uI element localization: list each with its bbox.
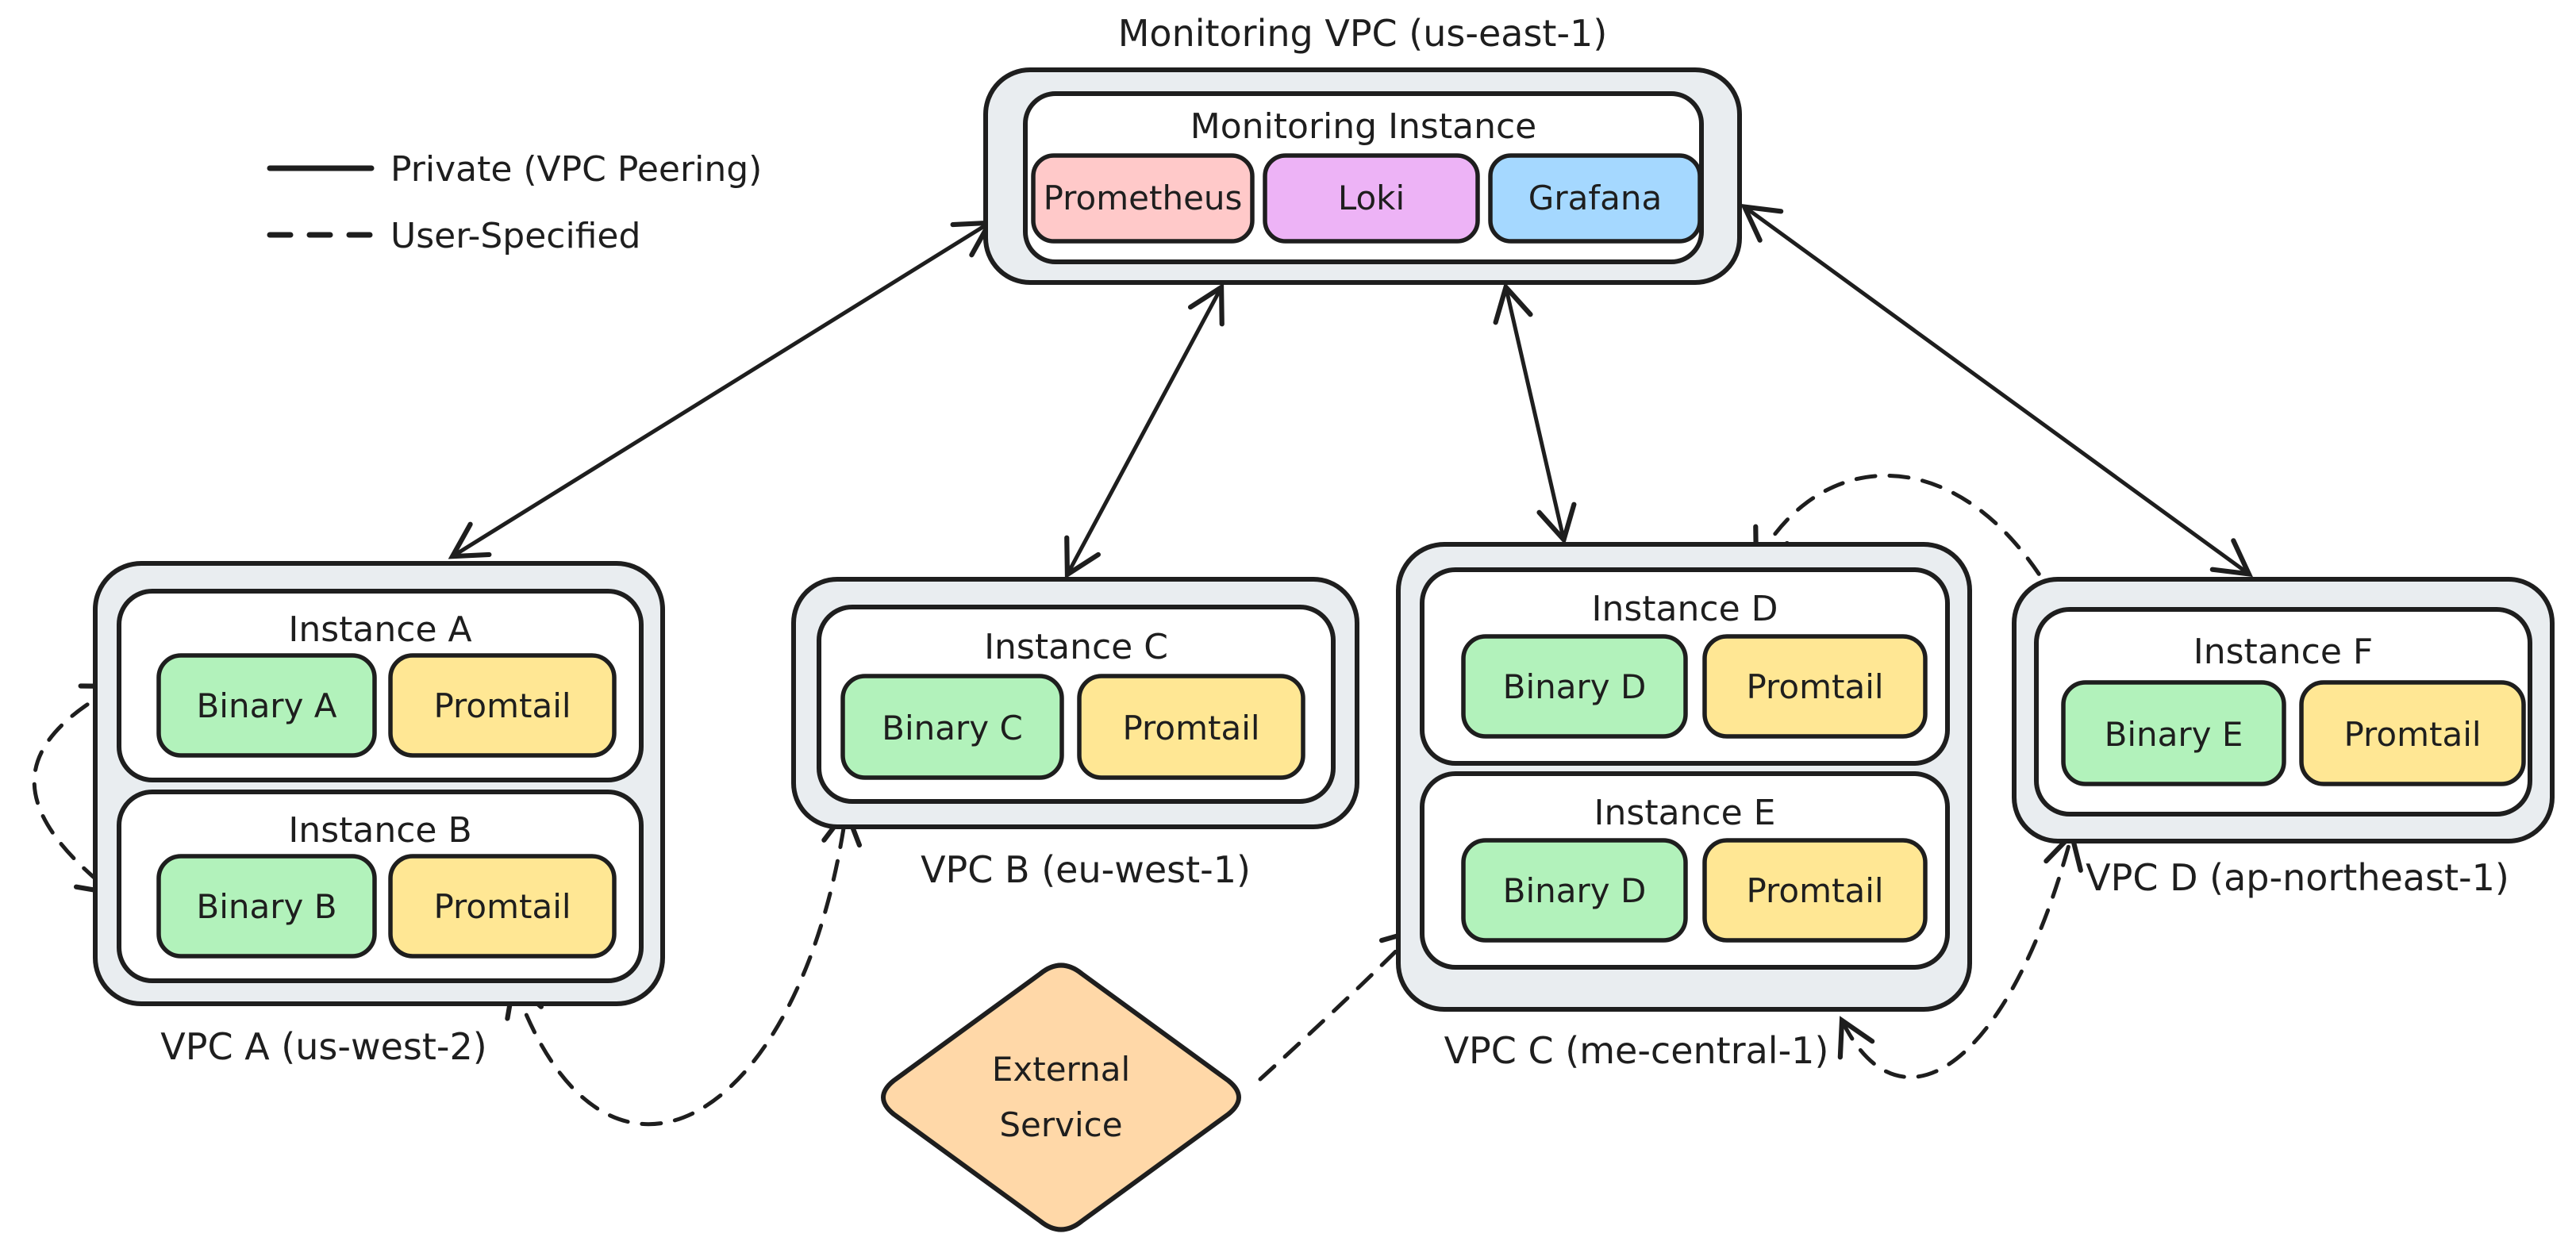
monitoring-vpc-group: Monitoring VPC (us-east-1) Monitoring In… bbox=[983, 12, 1742, 285]
external-service-group: External Service bbox=[881, 963, 1241, 1232]
vpc-b-group: Instance C Binary C Promtail VPC B (eu-w… bbox=[791, 577, 1359, 891]
connection-monitoring-vpc-c bbox=[1493, 282, 1577, 545]
binary-d-label: Binary D bbox=[1503, 667, 1647, 706]
monitoring-vpc-label: Monitoring VPC (us-east-1) bbox=[1118, 12, 1608, 55]
connection-monitoring-vpc-d bbox=[1740, 203, 2253, 578]
instance-d-title: Instance D bbox=[1591, 589, 1778, 629]
connection-instance-e-vpc-d-bottom bbox=[1837, 829, 2083, 1079]
binary-c-label: Binary C bbox=[882, 709, 1023, 747]
promtail-e-label: Promtail bbox=[1746, 871, 1883, 910]
external-service-label-line2: Service bbox=[999, 1105, 1122, 1144]
promtail-d-label: Promtail bbox=[1746, 667, 1883, 706]
vpc-d-label: VPC D (ap-northeast-1) bbox=[2086, 856, 2509, 899]
external-service-diamond bbox=[881, 963, 1241, 1232]
promtail-c-chip bbox=[1077, 674, 1305, 780]
promtail-c-label: Promtail bbox=[1122, 709, 1259, 747]
vpc-a-group: Instance A Binary A Promtail Instance B … bbox=[93, 561, 665, 1068]
legend: Private (VPC Peering) User-Specified bbox=[267, 149, 762, 256]
binary-a-label: Binary A bbox=[196, 686, 336, 725]
connection-monitoring-vpc-b bbox=[1064, 282, 1225, 579]
promtail-f-label: Promtail bbox=[2343, 715, 2481, 754]
promtail-f-chip bbox=[2299, 680, 2526, 786]
instance-e-title: Instance E bbox=[1594, 793, 1776, 833]
binary-e-row-label: Binary D bbox=[1503, 871, 1647, 910]
promtail-a-label: Promtail bbox=[433, 686, 571, 725]
grafana-chip bbox=[1488, 153, 1702, 244]
monitoring-instance-title: Monitoring Instance bbox=[1190, 106, 1536, 147]
instance-f-title: Instance F bbox=[2193, 632, 2373, 672]
vpc-a-label: VPC A (us-west-2) bbox=[160, 1025, 486, 1068]
instance-a-title: Instance A bbox=[288, 609, 471, 650]
vpc-d-group: Instance F Binary E Promtail VPC D (ap-n… bbox=[2012, 577, 2555, 899]
binary-c-chip bbox=[840, 674, 1064, 780]
vpc-c-group: Instance D Binary D Promtail Instance E … bbox=[1396, 542, 1972, 1072]
promtail-a-chip bbox=[388, 653, 617, 758]
promtail-e-chip bbox=[1702, 838, 1928, 943]
vpc-c-label: VPC C (me-central-1) bbox=[1444, 1029, 1829, 1072]
binary-e-row-chip bbox=[1461, 838, 1688, 943]
vpc-b-label: VPC B (eu-west-1) bbox=[921, 848, 1251, 891]
connection-vpc-c-vpc-d-top bbox=[1753, 473, 2085, 652]
loki-chip bbox=[1263, 153, 1480, 244]
binary-f-label: Binary E bbox=[2105, 715, 2243, 754]
binary-f-chip bbox=[2061, 680, 2286, 786]
connection-instance-a-instance-b bbox=[32, 683, 122, 897]
loki-label: Loki bbox=[1338, 179, 1405, 217]
promtail-b-chip bbox=[388, 854, 617, 959]
connection-monitoring-vpc-a bbox=[448, 220, 994, 559]
binary-b-chip bbox=[156, 854, 377, 959]
connection-external-service-instance-e bbox=[1258, 926, 1421, 1082]
user-specified-connections bbox=[32, 473, 2085, 1126]
prometheus-label: Prometheus bbox=[1044, 179, 1243, 217]
binary-b-label: Binary B bbox=[196, 887, 336, 926]
legend-user-specified-label: User-Specified bbox=[390, 216, 640, 256]
grafana-label: Grafana bbox=[1528, 179, 1662, 217]
prometheus-chip bbox=[1031, 153, 1255, 244]
binary-d-chip bbox=[1461, 634, 1688, 739]
promtail-d-chip bbox=[1702, 634, 1928, 739]
legend-private-label: Private (VPC Peering) bbox=[390, 149, 762, 190]
binary-a-chip bbox=[156, 653, 377, 758]
instance-c-title: Instance C bbox=[984, 627, 1168, 667]
connection-instance-b-vpc-b bbox=[505, 805, 862, 1126]
instance-b-title: Instance B bbox=[288, 810, 471, 851]
promtail-b-label: Promtail bbox=[433, 887, 571, 926]
private-connections bbox=[448, 203, 2253, 579]
external-service-label-line1: External bbox=[992, 1050, 1130, 1089]
